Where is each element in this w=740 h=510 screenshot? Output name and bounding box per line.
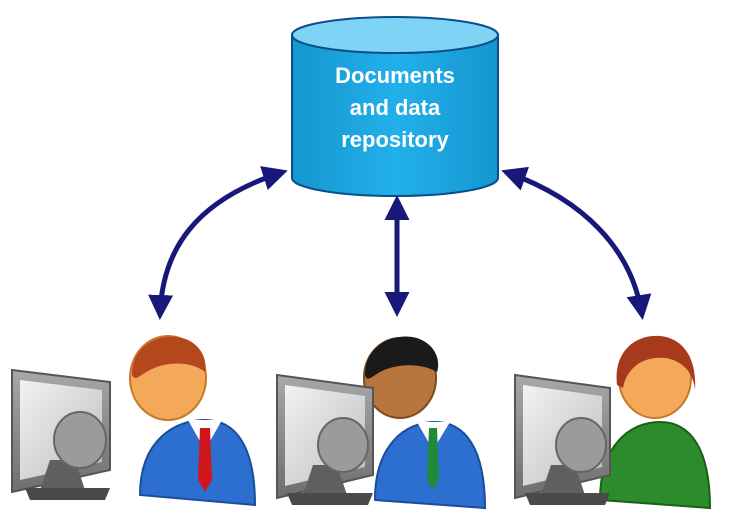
repository-label: Documents and data repository [292,60,498,156]
user-avatar-left [129,335,257,507]
repository-label-line-3: repository [341,127,449,152]
database-cylinder [291,16,499,197]
workstation-left [11,335,257,507]
monitor-right [514,373,611,505]
monitor-left [11,368,111,500]
arrow-right-user [501,166,652,320]
workstation-right [514,335,712,510]
repository-label-line-1: Documents [335,63,455,88]
user-avatar-right [598,335,712,510]
monitor-center [276,373,374,505]
user-avatar-center [363,336,487,510]
repository-label-line-2: and data [349,95,441,120]
workstation-center [276,336,487,510]
arrow-left-user [148,166,288,320]
